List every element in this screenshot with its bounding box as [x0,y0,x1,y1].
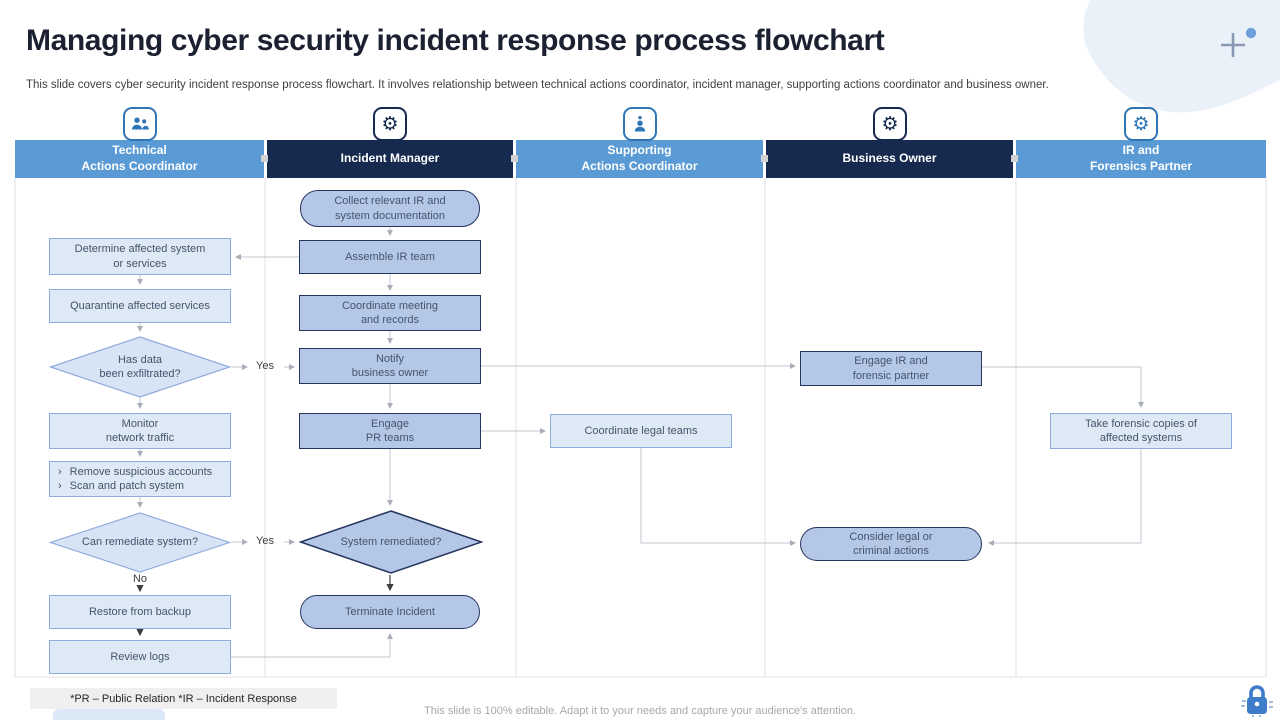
step-determine-affected-system: Determine affected system or services [49,238,231,275]
lane-header-business-owner: Business Owner [766,140,1013,178]
lane-header-incident-manager: Incident Manager [267,140,513,178]
step-monitor-network-traffic: Monitor network traffic [49,413,231,449]
edge-label-yes-exfiltrated: Yes [256,360,274,372]
decision-system-remediated: System remediated? [299,510,483,574]
lane-header-supporting-actions-coordinator: Supporting Actions Coordinator [516,140,763,178]
step-review-logs: Review logs [49,640,231,674]
lane-header-ir-forensics-partner: IR and Forensics Partner [1016,140,1266,178]
step-consider-legal-criminal-actions: Consider legal or criminal actions [800,527,982,561]
step-coordinate-meeting-records: Coordinate meeting and records [299,295,481,331]
footnote: *PR – Public Relation *IR – Incident Res… [30,688,337,709]
corner-blob-decoration [1083,0,1280,113]
step-terminate-incident: Terminate Incident [300,595,480,629]
plus-dot-decoration [1221,27,1257,57]
gear-icon: ⚙ [373,107,407,141]
edge-label-yes-remediate: Yes [256,535,274,547]
decision-has-data-been-exfiltrated: Has data been exfiltrated? [49,336,231,398]
forensics-gear-icon: ⚙ [1124,107,1158,141]
page-title: Managing cyber security incident respons… [26,24,885,57]
header-connector-nub [1011,155,1018,162]
decision-can-remediate-system: Can remediate system? [49,512,231,573]
step-collect-ir-documentation: Collect relevant IR and system documenta… [300,190,480,227]
bullet-item: ›Scan and patch system [58,480,185,492]
header-connector-nub [511,155,518,162]
analyst-gear-icon: ⚙ [873,107,907,141]
header-connector-nub [761,155,768,162]
step-engage-pr-teams: Engage PR teams [299,413,481,449]
step-coordinate-legal-teams: Coordinate legal teams [550,414,732,448]
bullet-marker: › [58,480,62,492]
page-subtitle: This slide covers cyber security inciden… [26,79,1049,91]
lock-icon [1241,685,1273,717]
corner-patch-decoration [53,709,165,720]
step-take-forensic-copies: Take forensic copies of affected systems [1050,413,1232,449]
edge-label-no-remediate: No [132,573,148,585]
person-idea-icon [623,107,657,141]
step-remove-accounts-scan-patch: ›Remove suspicious accounts ›Scan and pa… [49,461,231,497]
editable-note: This slide is 100% editable. Adapt it to… [424,705,856,717]
bullet-marker: › [58,465,62,478]
bullet-item: ›Remove suspicious accounts [58,465,213,478]
team-icon [123,107,157,141]
step-assemble-ir-team: Assemble IR team [299,240,481,274]
header-connector-nub [261,155,268,162]
step-engage-ir-forensic-partner: Engage IR and forensic partner [800,351,982,386]
step-restore-from-backup: Restore from backup [49,595,231,629]
step-quarantine-affected-services: Quarantine affected services [49,289,231,323]
step-notify-business-owner: Notify business owner [299,348,481,384]
lane-header-technical-actions-coordinator: Technical Actions Coordinator [15,140,264,178]
